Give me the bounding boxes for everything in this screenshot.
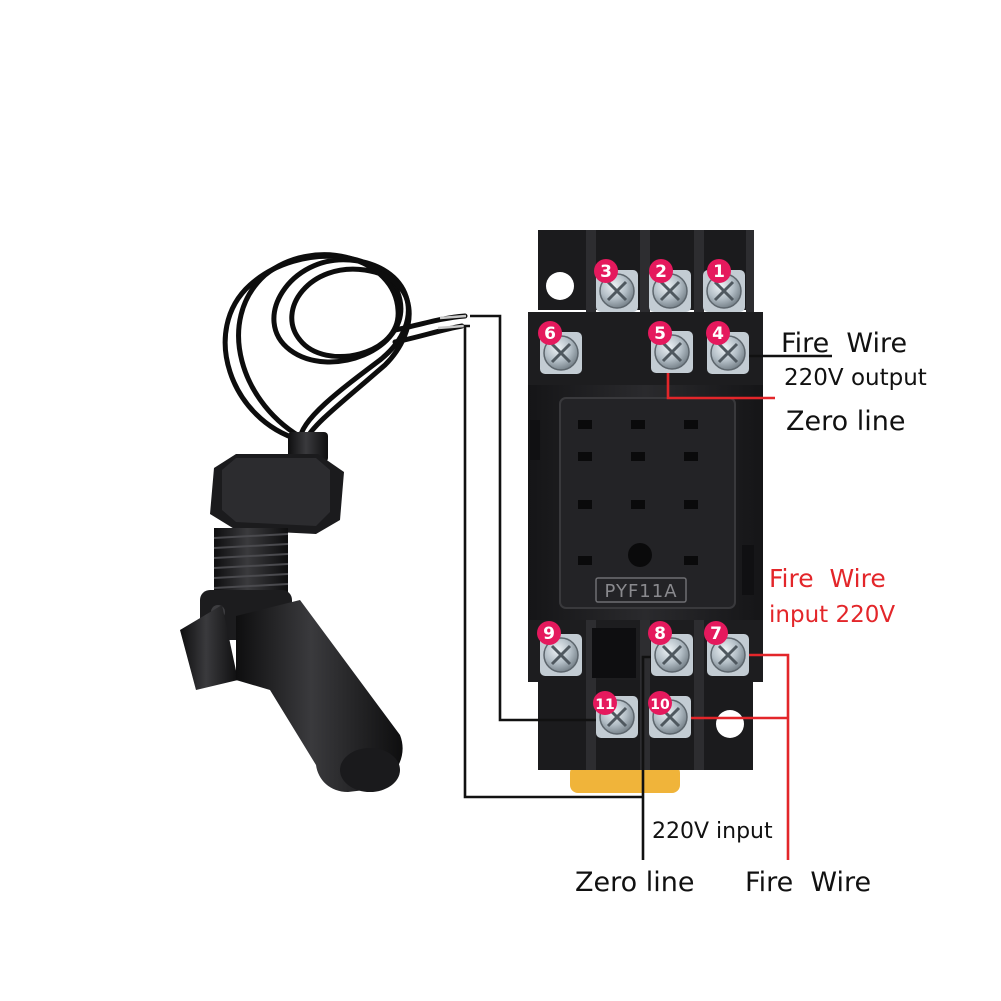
label-fire-wire-bottom: Fire Wire [745,867,871,898]
label-zero-line-bottom: Zero line [575,867,694,898]
screw-slot-icon [713,280,735,302]
terminal-badge-11 [593,691,617,715]
terminal-number-11: 11 [595,697,614,713]
socket-mount-hole-right [716,710,744,738]
terminal-badge-8 [648,621,672,645]
socket-center-panel [559,397,736,609]
terminal-number-6: 6 [544,324,556,344]
terminal-badge-6 [538,321,562,345]
socket-yellow-tab [570,765,680,793]
relay-socket: PYF11A [528,230,763,793]
terminal-badge-9 [537,621,561,645]
terminal-number-9: 9 [543,624,555,644]
terminal-number-5: 5 [654,324,666,344]
screw-slot-icon [661,341,683,363]
label-fire-wire-input: Fire Wire [769,564,886,593]
socket-pin-slots [578,420,698,565]
terminal-badge-7 [704,621,728,645]
sensor-wire-end-1 [439,314,467,320]
terminal-number-7: 7 [710,624,722,644]
terminal-badge-2 [649,259,673,283]
terminal-number-2: 2 [655,262,667,282]
socket-model-label: PYF11A [604,581,677,602]
screw-slot-icon [659,280,681,302]
label-220v-input-bottom: 220V input [652,819,773,844]
terminal-badge-5 [648,321,672,345]
terminal-badge-10 [648,691,672,715]
label-input-220v-right: input 220V [769,602,895,628]
float-switch-sensor [180,252,468,792]
terminal-number-3: 3 [600,262,612,282]
screw-slot-icon [717,644,739,666]
sensor-wire-to-terminal-11 [470,314,606,722]
screw-slot-icon [717,342,739,364]
terminal-number-8: 8 [654,624,666,644]
screw-slot-icon [661,644,683,666]
sensor-arm [180,605,238,690]
terminal-badge-3 [594,259,618,283]
screw-slot-icon [550,342,572,364]
sensor-wire-to-bottom [463,324,643,799]
label-fire-wire-top: Fire Wire [781,328,907,359]
terminal-screws: 1 2 3 4 5 6 7 8 9 10 11 [537,259,749,738]
terminal-badge-4 [706,321,730,345]
sensor-cable [222,252,468,443]
screw-slot-icon [606,280,628,302]
screw-slot-icon [550,644,572,666]
label-zero-line-top: Zero line [786,406,905,437]
socket-mount-hole-left [546,272,574,300]
terminal-number-4: 4 [712,324,724,344]
terminal-number-10: 10 [650,697,670,713]
label-220v-output: 220V output [784,365,927,391]
sensor-float [236,600,403,792]
socket-key-hole [628,543,652,567]
terminal-badge-1 [707,259,731,283]
sensor-wire-end-2 [437,324,465,330]
terminal-number-1: 1 [713,262,725,282]
